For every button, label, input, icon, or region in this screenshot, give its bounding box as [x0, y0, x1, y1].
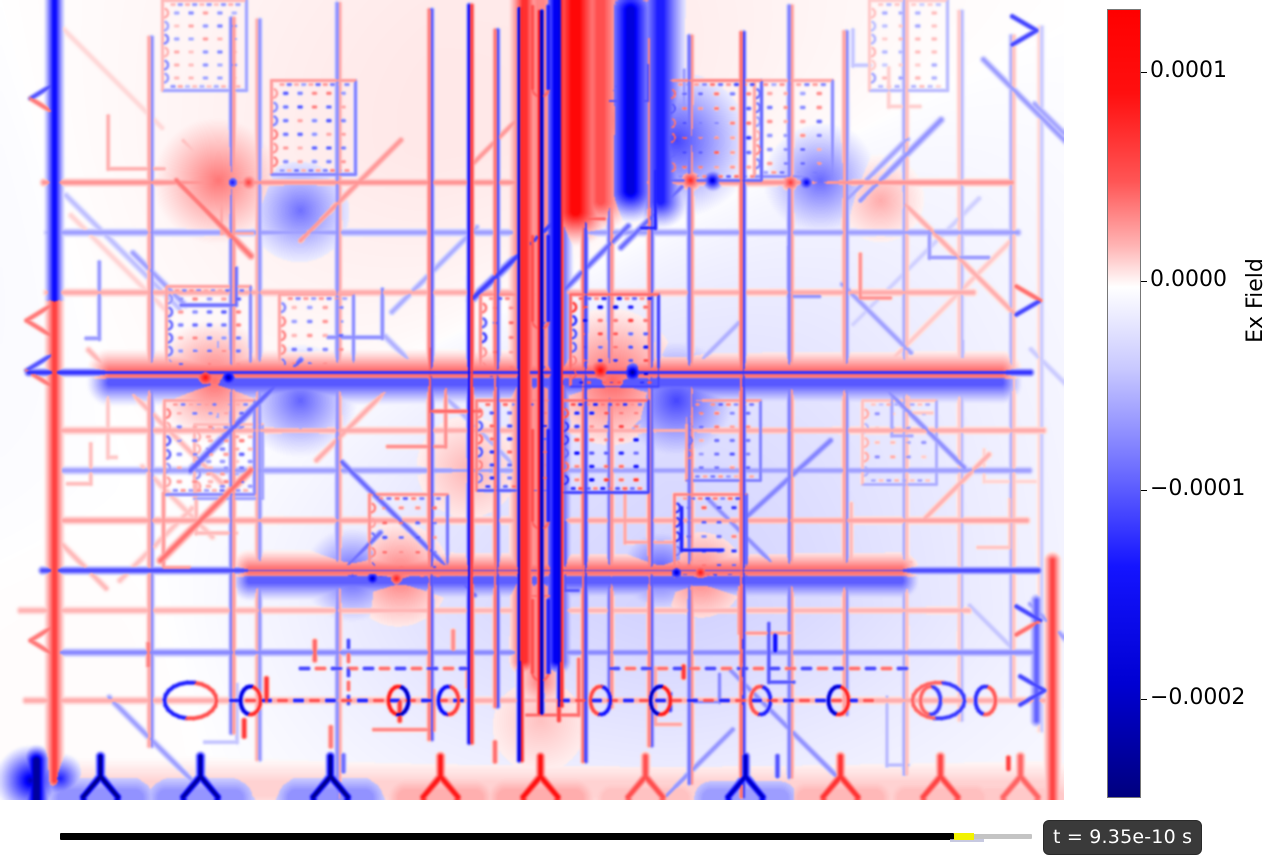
colorbar-gradient [1107, 9, 1141, 798]
colorbar-tick-label-1: 0.0000 [1150, 267, 1227, 292]
time-readout-badge: t = 9.35e-10 s [1043, 820, 1203, 855]
colorbar-axis-label: Ex Field [1240, 0, 1270, 600]
field-heatmap [0, 0, 1064, 800]
colorbar-tick-label-3: −0.0002 [1150, 685, 1246, 710]
time-slider-handle[interactable] [954, 833, 974, 840]
time-slider-fill [60, 833, 955, 840]
field-heatmap-canvas [0, 0, 1064, 800]
time-slider[interactable] [60, 830, 1032, 844]
colorbar-tick-label-2: −0.0001 [1150, 476, 1246, 501]
colorbar-tick-0 [1141, 72, 1147, 73]
colorbar-tick-label-0: 0.0001 [1150, 58, 1227, 83]
colorbar-axis-label-text: Ex Field [1242, 257, 1268, 343]
colorbar-tick-2 [1141, 490, 1147, 491]
colorbar [1107, 9, 1141, 798]
colorbar-tick-3 [1141, 699, 1147, 700]
colorbar-tick-1 [1141, 281, 1147, 282]
time-slider-handle-shadow [950, 839, 984, 842]
